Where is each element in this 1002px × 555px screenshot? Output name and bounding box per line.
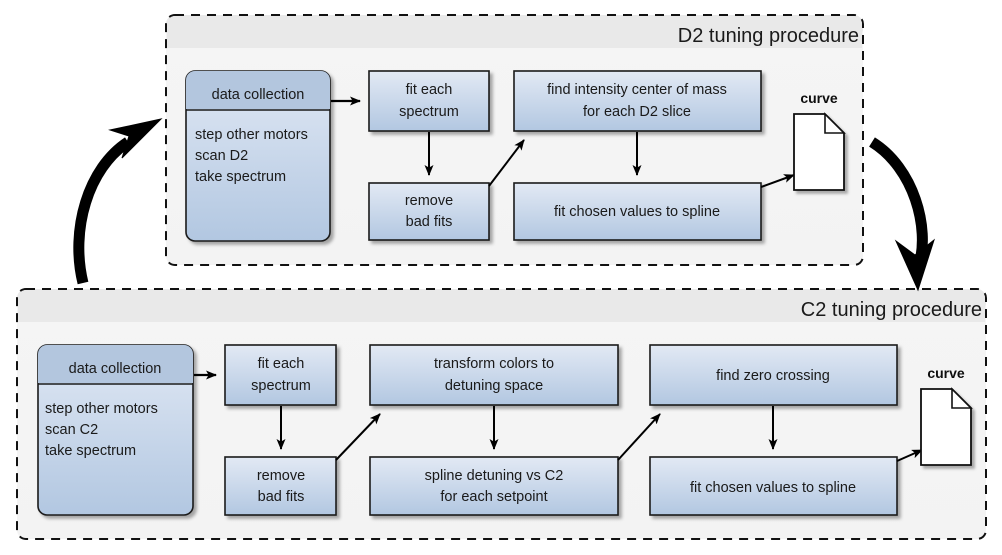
c2-remove-bad-fits-line-1: remove <box>257 468 305 484</box>
d2-fit-chosen-values-box <box>513 182 762 241</box>
d2-procedure-title: D2 tuning procedure <box>678 25 859 47</box>
c2-spline-detuning-line-2: for each setpoint <box>440 489 547 505</box>
d2-data-collection-node: data collection step other motors scan D… <box>185 70 331 242</box>
c2-data-collection-line-1: step other motors <box>45 401 158 417</box>
c2-fit-each-spectrum-box <box>224 344 337 406</box>
d2-container-header-fill <box>167 36 862 48</box>
c2-curve-label: curve <box>927 365 965 381</box>
c2-spline-detuning-node: spline detuning vs C2 for each setpoint <box>369 456 619 516</box>
d2-arrows <box>331 96 795 188</box>
d2-remove-bad-fits-box <box>368 182 490 241</box>
c2-curve-output: curve <box>920 365 973 466</box>
d2-data-collection-header-fill <box>186 71 330 109</box>
c2-data-collection-header-fill <box>38 345 193 383</box>
c2-container-header-fill <box>18 310 985 322</box>
loop-arrow-c2-to-d2-shaft <box>73 137 132 285</box>
d2-curve-output: curve <box>793 90 846 191</box>
c2-transform-colors-line-2: detuning space <box>445 378 543 394</box>
c2-procedure-title: C2 tuning procedure <box>801 299 982 321</box>
c2-find-zero-crossing-box <box>649 344 898 406</box>
d2-find-intensity-line-2: for each D2 slice <box>583 104 691 120</box>
c2-arrows <box>194 370 923 462</box>
c2-arrow-remove-to-transform <box>335 413 381 461</box>
d2-fit-each-spectrum-line-1: fit each <box>406 82 453 98</box>
d2-data-collection-line-3: take spectrum <box>195 169 286 185</box>
d2-find-intensity-center-of-mass-node: find intensity center of mass for each D… <box>513 70 762 132</box>
loop-arrow-d2-to-c2-shaft <box>868 137 928 267</box>
c2-fit-chosen-values-node: fit chosen values to spline <box>649 456 898 516</box>
c2-remove-bad-fits-node: remove bad fits <box>224 456 337 516</box>
c2-fit-chosen-values-box <box>649 456 898 516</box>
d2-fit-each-spectrum-line-2: spectrum <box>399 104 459 120</box>
procedure-loop-arrows <box>73 118 935 292</box>
c2-transform-colors-line-1: transform colors to <box>434 356 554 372</box>
d2-remove-bad-fits-node: remove bad fits <box>368 182 490 241</box>
d2-data-collection-line-2: scan D2 <box>195 148 248 164</box>
c2-transform-colors-box <box>369 344 619 406</box>
d2-fit-chosen-values-label: fit chosen values to spline <box>554 204 720 220</box>
c2-fit-each-spectrum-node: fit each spectrum <box>224 344 337 406</box>
c2-remove-bad-fits-line-2: bad fits <box>258 489 305 505</box>
c2-arrow-fit-spline-to-curve <box>896 449 923 462</box>
d2-arrow-spline-to-curve <box>760 174 795 188</box>
d2-remove-bad-fits-line-1: remove <box>405 193 453 209</box>
c2-fit-chosen-values-label: fit chosen values to spline <box>690 480 856 496</box>
c2-data-collection-header-label: data collection <box>69 361 162 377</box>
d2-data-collection-header-label: data collection <box>212 87 305 103</box>
d2-fit-chosen-values-node: fit chosen values to spline <box>513 182 762 241</box>
c2-fit-each-spectrum-line-1: fit each <box>258 356 305 372</box>
loop-arrow-c2-to-d2-head-icon <box>108 118 163 159</box>
d2-data-collection-line-1: step other motors <box>195 127 308 143</box>
c2-data-collection-node: data collection step other motors scan C… <box>37 344 194 516</box>
c2-data-collection-line-2: scan C2 <box>45 422 98 438</box>
c2-arrow-spline-to-zero-crossing <box>617 413 661 461</box>
c2-find-zero-crossing-node: find zero crossing <box>649 344 898 406</box>
c2-find-zero-crossing-label: find zero crossing <box>716 368 830 384</box>
d2-curve-label: curve <box>800 90 838 106</box>
d2-curve-document-fold-icon <box>824 112 846 134</box>
c2-remove-bad-fits-box <box>224 456 337 516</box>
c2-transform-colors-node: transform colors to detuning space <box>369 344 619 406</box>
d2-find-intensity-line-1: find intensity center of mass <box>547 82 727 98</box>
c2-data-collection-line-3: take spectrum <box>45 443 136 459</box>
c2-spline-detuning-line-1: spline detuning vs C2 <box>425 468 564 484</box>
d2-fit-each-spectrum-box <box>368 70 490 132</box>
c2-spline-detuning-box <box>369 456 619 516</box>
d2-fit-each-spectrum-node: fit each spectrum <box>368 70 490 132</box>
c2-curve-document-fold-icon <box>951 387 973 409</box>
c2-fit-each-spectrum-line-2: spectrum <box>251 378 311 394</box>
loop-arrow-d2-to-c2-head-icon <box>894 238 935 292</box>
d2-arrow-remove-to-find <box>488 139 525 187</box>
d2-remove-bad-fits-line-2: bad fits <box>406 214 453 230</box>
d2-find-intensity-box <box>513 70 762 132</box>
